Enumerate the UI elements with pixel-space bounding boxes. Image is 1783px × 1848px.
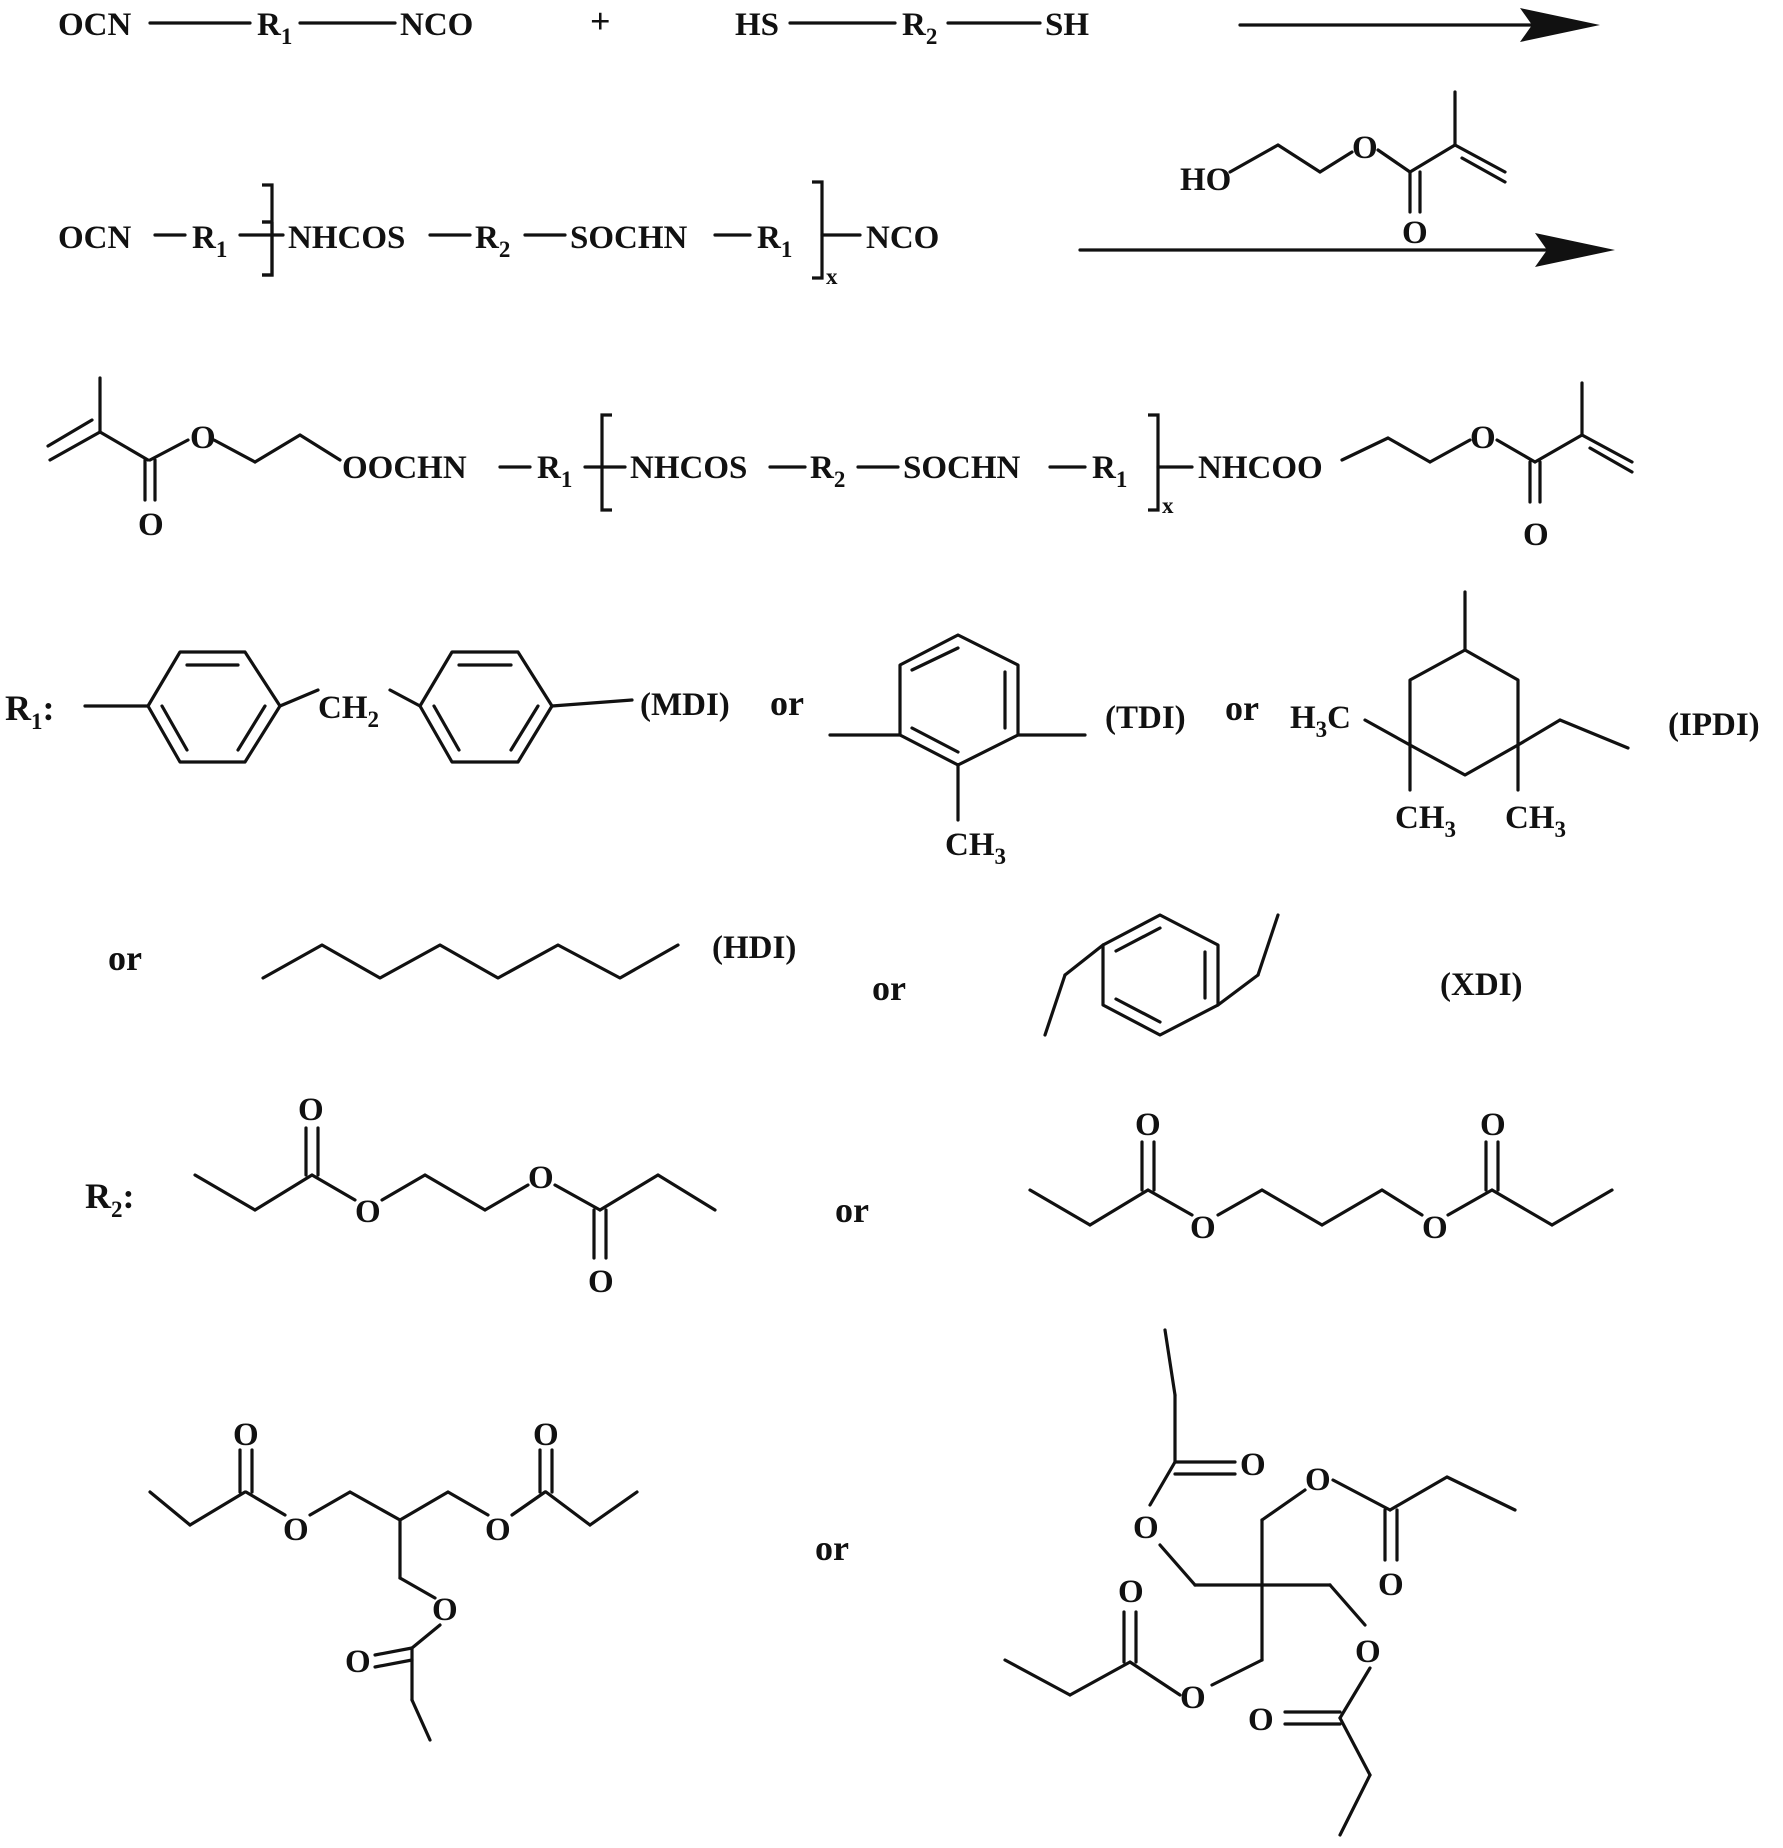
reaction-arrow-2 bbox=[1078, 233, 1615, 267]
o-label: O bbox=[533, 1417, 559, 1453]
o-label: O bbox=[1480, 1107, 1506, 1143]
o-label: O bbox=[298, 1092, 324, 1128]
r1-label: R1 bbox=[257, 7, 292, 49]
reactant-diisocyanate: OCN R1 NCO bbox=[58, 7, 473, 49]
nhcoo-label: NHCOO bbox=[1198, 450, 1323, 486]
o-label: O bbox=[355, 1194, 381, 1230]
o-ester-left-label: O bbox=[190, 420, 216, 456]
ch3-label: CH3 bbox=[1395, 800, 1456, 842]
o-label: O bbox=[1248, 1702, 1274, 1738]
plus-sign: + bbox=[590, 1, 611, 41]
bracket-left bbox=[600, 413, 612, 512]
ocn-label: OCN bbox=[58, 7, 132, 43]
o-label: O bbox=[233, 1417, 259, 1453]
reaction-arrow-1 bbox=[1238, 8, 1600, 42]
nhcos-label: NHCOS bbox=[288, 220, 405, 256]
repeat-x: x bbox=[826, 264, 838, 289]
o-ether-label: O bbox=[1352, 130, 1378, 166]
r2-label: R2 bbox=[810, 450, 845, 492]
or-label: or bbox=[872, 968, 906, 1008]
ho-label: HO bbox=[1180, 162, 1231, 198]
o-label: O bbox=[1378, 1567, 1404, 1603]
o-label: O bbox=[1305, 1462, 1331, 1498]
o-label: O bbox=[1422, 1210, 1448, 1246]
nco-label: NCO bbox=[866, 220, 939, 256]
r2-label: R2 bbox=[902, 7, 937, 49]
ch2-label: CH2 bbox=[318, 690, 379, 732]
nhcos-label: NHCOS bbox=[630, 450, 747, 486]
propanediol-bis-mercaptopropionate: O O O O bbox=[1028, 1107, 1614, 1246]
mdi-structure: CH2 (MDI) bbox=[83, 650, 730, 764]
sochn-label: SOCHN bbox=[903, 450, 1021, 486]
o-label: O bbox=[528, 1160, 554, 1196]
r1-label: R1 bbox=[757, 220, 792, 262]
triol-tris-mercaptopropionate: O O O O O O bbox=[148, 1417, 639, 1742]
xdi-structure: (XDI) bbox=[1043, 913, 1522, 1037]
o-carbonyl-left-label: O bbox=[138, 507, 164, 543]
hs-label: HS bbox=[735, 7, 779, 43]
ipdi-structure: H3C CH3 CH3 (IPDI) bbox=[1290, 590, 1760, 842]
xdi-name: (XDI) bbox=[1440, 967, 1522, 1003]
h3c-label: H3C bbox=[1290, 700, 1351, 742]
or-label: or bbox=[108, 938, 142, 978]
sochn-label: SOCHN bbox=[570, 220, 688, 256]
ch3-label: CH3 bbox=[945, 827, 1006, 869]
r1-label: R1 bbox=[537, 450, 572, 492]
repeat-x: x bbox=[1162, 493, 1174, 518]
nco-label: NCO bbox=[400, 7, 473, 43]
o-label: O bbox=[345, 1644, 371, 1680]
o-label: O bbox=[1355, 1634, 1381, 1670]
o-label: O bbox=[1133, 1510, 1159, 1546]
oochn-label: OOCHN bbox=[342, 450, 467, 486]
r1-label: R1 bbox=[1092, 450, 1127, 492]
sh-label: SH bbox=[1045, 7, 1089, 43]
ipdi-name: (IPDI) bbox=[1668, 707, 1760, 743]
or-label: or bbox=[815, 1528, 849, 1568]
o-label: O bbox=[1118, 1574, 1144, 1610]
o-label: O bbox=[432, 1592, 458, 1628]
o-carbonyl-right-label: O bbox=[1523, 517, 1549, 553]
bracket-right bbox=[812, 180, 824, 280]
o-label: O bbox=[1180, 1680, 1206, 1716]
tdi-name: (TDI) bbox=[1105, 700, 1186, 736]
tdi-structure: CH3 (TDI) bbox=[828, 633, 1186, 869]
o-label: O bbox=[1240, 1447, 1266, 1483]
bracket-right bbox=[1148, 413, 1160, 512]
hdi-name: (HDI) bbox=[712, 930, 796, 966]
hdi-structure: (HDI) bbox=[261, 930, 796, 980]
o-label: O bbox=[588, 1264, 614, 1300]
r2-options-label: R2: bbox=[85, 1176, 135, 1222]
o-label: O bbox=[1135, 1107, 1161, 1143]
ch3-label: CH3 bbox=[1505, 800, 1566, 842]
nco-prepolymer: OCN R1 NHCOS R2 SOCHN R1 x NCO bbox=[58, 180, 939, 289]
r1-label: R1 bbox=[192, 220, 227, 262]
glycol-bis-mercaptopropionate: O O O O bbox=[193, 1092, 717, 1300]
o-label: O bbox=[283, 1512, 309, 1548]
or-label: or bbox=[835, 1190, 869, 1230]
or-label: or bbox=[1225, 688, 1259, 728]
or-label: or bbox=[770, 683, 804, 723]
reactant-dithiol: HS R2 SH bbox=[735, 7, 1089, 49]
o-ester-right-label: O bbox=[1470, 420, 1496, 456]
r1-options-label: R1: bbox=[5, 688, 55, 734]
o-label: O bbox=[485, 1512, 511, 1548]
mdi-name: (MDI) bbox=[640, 687, 730, 723]
o-carbonyl-label: O bbox=[1402, 215, 1428, 251]
r2-label: R2 bbox=[475, 220, 510, 262]
pentaerythritol-tetrakis-mercaptopropionate: O O O O O O O O bbox=[1003, 1328, 1517, 1837]
product-dimethacrylate: O O OOCHN R1 NHCOS R2 SOCHN R1 x NHCOO O… bbox=[46, 376, 1634, 553]
hema-reagent: HO O O bbox=[1180, 90, 1507, 251]
o-label: O bbox=[1190, 1210, 1216, 1246]
ocn-label: OCN bbox=[58, 220, 132, 256]
